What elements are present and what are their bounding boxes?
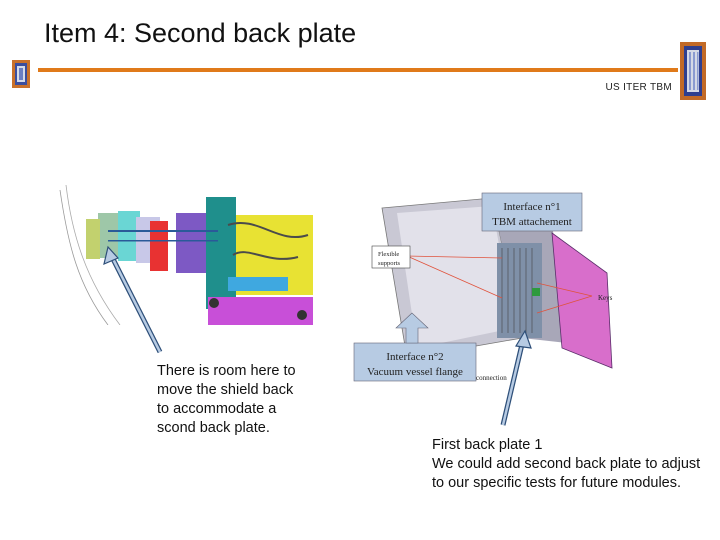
keys-label: Keys <box>598 294 613 302</box>
shield-cad-image <box>58 185 313 325</box>
slide-subtitle: US ITER TBM <box>605 82 672 93</box>
left-note-text: There is room here to move the shield ba… <box>157 363 296 436</box>
back-plate-cad-image: Interface n°1 TBM attachement Flexible s… <box>352 188 630 386</box>
tbm-logo-icon <box>12 60 30 88</box>
interface1-label-line1: Interface n°1 <box>503 201 560 213</box>
flexible-label-line2: supports <box>378 260 401 267</box>
right-note-text: First back plate 1 We could add second b… <box>432 437 701 491</box>
flexible-label-line1: Flexible <box>378 251 399 258</box>
interface1-label-line2: TBM attachement <box>492 216 572 228</box>
title-rule <box>38 68 678 72</box>
connection-label: connection <box>476 374 507 382</box>
tbm-module-icon <box>680 42 706 100</box>
slide-title: Item 4: Second back plate <box>44 18 357 48</box>
interface2-label-line1: Interface n°2 <box>386 351 443 363</box>
interface2-label-line2: Vacuum vessel flange <box>367 366 463 378</box>
